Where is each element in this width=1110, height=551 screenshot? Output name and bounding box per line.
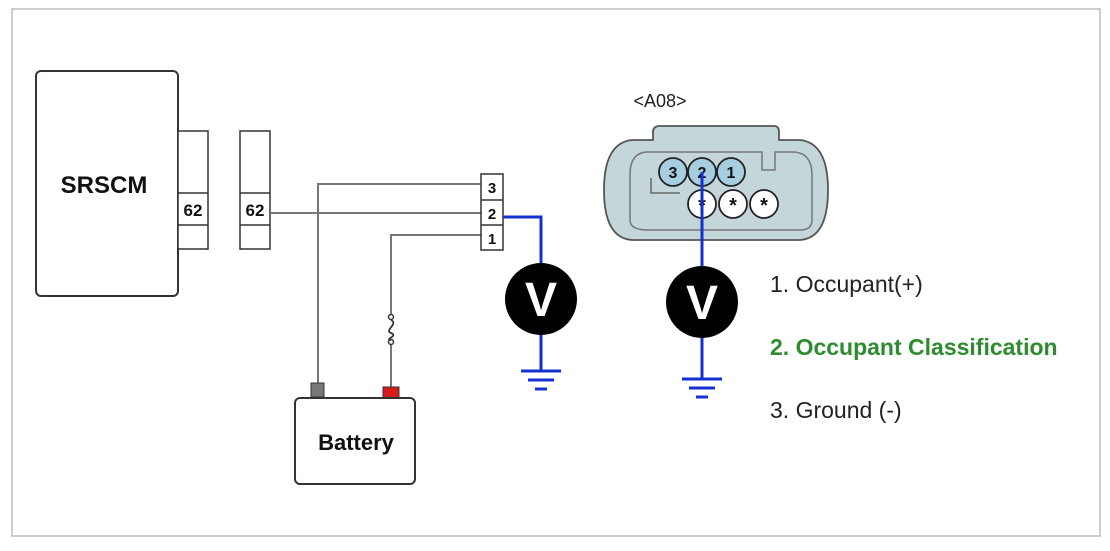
face-blank-pin: * — [729, 195, 737, 217]
battery-label: Battery — [318, 430, 395, 455]
sensor-pin-2: 2 — [488, 206, 496, 223]
ground-icon — [521, 369, 561, 391]
legend-item-occupant: 1. Occupant(+) — [770, 271, 923, 297]
inline-connector-pin-label: 62 — [246, 201, 265, 220]
legend-item-ground: 3. Ground (-) — [770, 397, 902, 423]
voltmeter-label: V — [686, 277, 718, 330]
battery — [294, 397, 416, 485]
face-pin-1: 1 — [727, 165, 736, 182]
fuse-icon — [387, 313, 395, 346]
diagram-frame — [11, 8, 1101, 537]
battery-negative-terminal — [310, 382, 325, 398]
sensor-pin-3: 3 — [488, 180, 496, 197]
voltmeter-label: V — [525, 274, 557, 327]
sensor-pin-block: 3 2 1 — [480, 173, 504, 251]
connector-face-icon: 3 2 1 * * * — [603, 125, 829, 241]
sensor-pin-1: 1 — [488, 231, 496, 248]
power-wire — [390, 234, 481, 316]
legend-item-occupant-classification: 2. Occupant Classification — [770, 334, 1058, 360]
face-pin-3: 3 — [669, 165, 678, 182]
inline-connector — [239, 130, 271, 250]
face-blank-pin: * — [760, 195, 768, 217]
ground-wire — [317, 183, 481, 395]
voltmeter-icon: V — [666, 266, 738, 338]
ground-icon — [682, 377, 722, 399]
srscm-label: SRSCM — [61, 172, 148, 199]
connector-id-label: <A08> — [633, 91, 686, 111]
module-pin-label: 62 — [184, 201, 203, 220]
voltmeter-icon: V — [505, 263, 577, 335]
module-connector — [177, 130, 209, 250]
probe-wire-left — [503, 215, 543, 266]
